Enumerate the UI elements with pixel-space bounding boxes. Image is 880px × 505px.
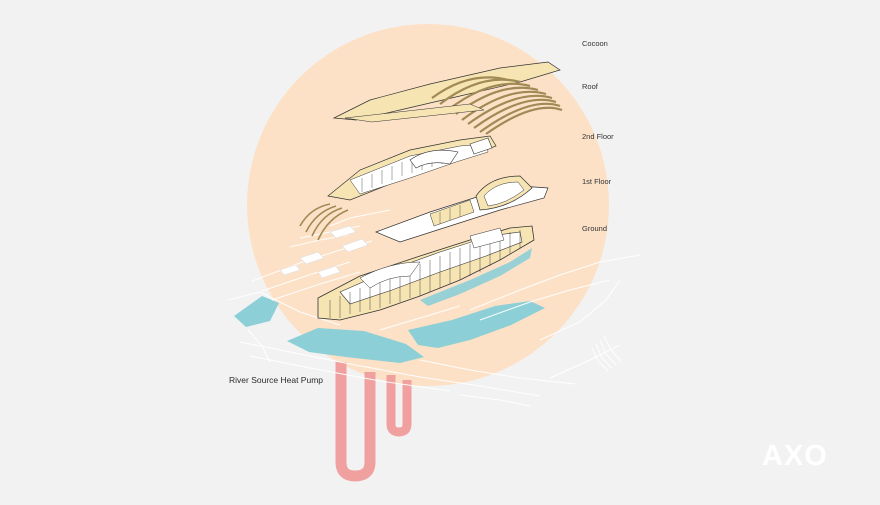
site-blocks	[279, 225, 369, 279]
label-second-floor: 2nd Floor	[582, 132, 614, 141]
label-cocoon: Cocoon	[582, 39, 608, 48]
river-water	[234, 296, 545, 363]
site-lines	[227, 209, 641, 407]
view-label-axo: AXO	[762, 440, 828, 472]
label-ground: Ground	[582, 224, 608, 233]
second-floor-layer	[299, 135, 497, 241]
first-floor-layer	[375, 175, 549, 243]
heat-pump-pipes	[335, 362, 412, 482]
label-roof: Roof	[582, 82, 598, 91]
ground-layer	[317, 225, 535, 321]
roof-layer	[332, 61, 563, 135]
label-heat-pump: River Source Heat Pump	[229, 375, 324, 385]
label-first-floor: 1st Floor	[582, 177, 612, 186]
